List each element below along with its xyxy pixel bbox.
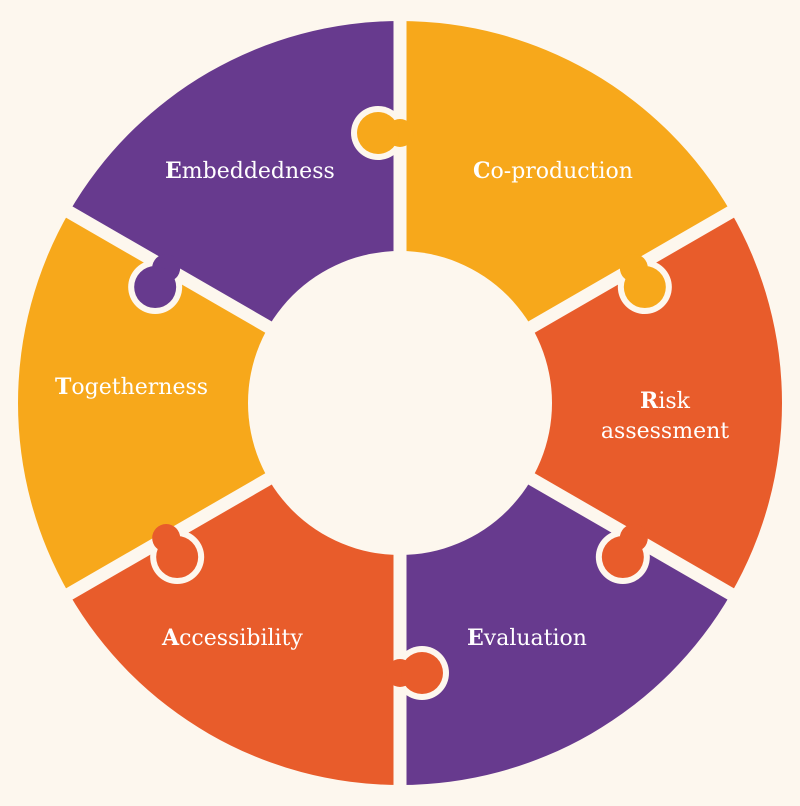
puzzle-tab [623, 266, 666, 309]
label-accessibility: Accessibility [161, 625, 303, 651]
puzzle-tabs [128, 106, 672, 700]
puzzle-tab [134, 266, 177, 309]
label-embeddedness: Embeddedness [165, 158, 335, 184]
segment-togetherness [18, 212, 271, 594]
label-evaluation: Evaluation [467, 625, 587, 651]
label-risk-assessment: Risk [640, 388, 691, 414]
segments [18, 21, 782, 785]
puzzle-tab [401, 652, 443, 694]
puzzle-tab [357, 112, 399, 154]
segment-embeddedness [69, 21, 401, 328]
label-risk-assessment-line2: assessment [601, 419, 729, 444]
center-circle [248, 251, 552, 555]
segment-risk-assessment [529, 212, 782, 594]
puzzle-tab [156, 536, 199, 579]
segment-co-production [400, 21, 731, 328]
label-co-production: Co-production [473, 158, 633, 184]
label-togetherness: Togetherness [55, 374, 208, 400]
puzzle-tab [601, 536, 644, 579]
